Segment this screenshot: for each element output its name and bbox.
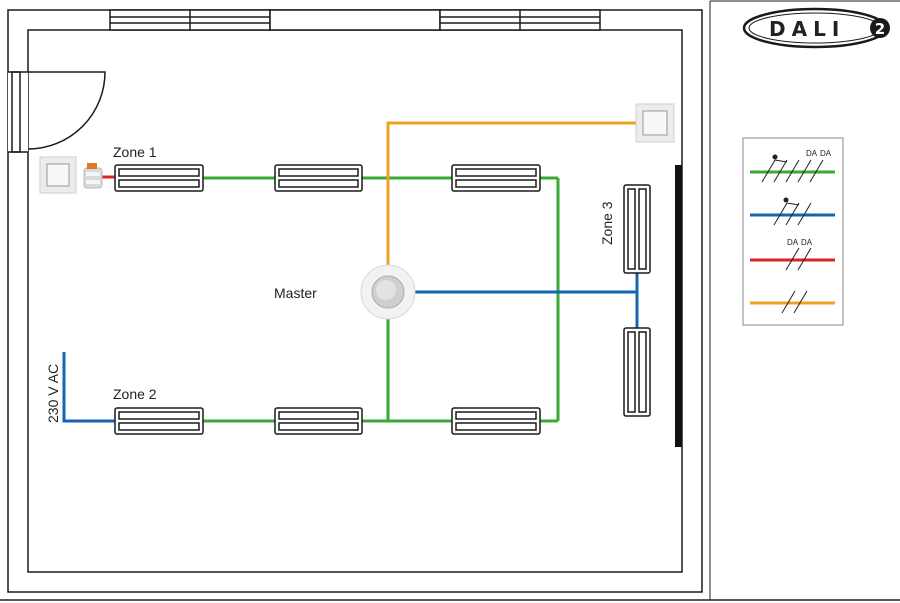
- zone1-luminaire-2: [274, 164, 363, 192]
- wire-legend: DA DA DA DA: [742, 137, 844, 326]
- legend-da-3: DA: [787, 238, 799, 247]
- zone2-label: Zone 2: [113, 386, 157, 402]
- logo-version: 2: [875, 20, 885, 38]
- orange-wire: [386, 121, 636, 265]
- logo-text: DALI: [769, 17, 845, 41]
- master-label: Master: [274, 285, 317, 301]
- inner-wall: [27, 29, 683, 573]
- outer-wall: [7, 9, 703, 593]
- pushbutton-coupler: [83, 163, 103, 189]
- legend-da-2: DA: [820, 149, 832, 158]
- blue-wires: [62, 272, 639, 423]
- zone3-luminaire-1: [623, 184, 651, 274]
- room-walls: [7, 9, 703, 593]
- zone1-luminaire-1: [114, 164, 204, 192]
- zone2-luminaire-3: [451, 407, 541, 435]
- zone3-luminaire-2: [623, 327, 651, 417]
- zone1-label: Zone 1: [113, 144, 157, 160]
- legend-da-4: DA: [801, 238, 813, 247]
- wall-switch-zone1: [39, 156, 77, 194]
- master-sensor: [360, 264, 416, 320]
- right-window-bar: [675, 165, 682, 447]
- wall-switch-orange: [635, 103, 675, 143]
- zone2-luminaire-1: [114, 407, 204, 435]
- dali2-logo: DALI 2: [742, 7, 890, 49]
- zone1-luminaire-3: [451, 164, 541, 192]
- zone3-label: Zone 3: [599, 201, 615, 245]
- mains-label: 230 V AC: [45, 364, 61, 423]
- green-bus-wires: [203, 176, 560, 423]
- zone2-luminaire-2: [274, 407, 363, 435]
- legend-da-1: DA: [806, 149, 818, 158]
